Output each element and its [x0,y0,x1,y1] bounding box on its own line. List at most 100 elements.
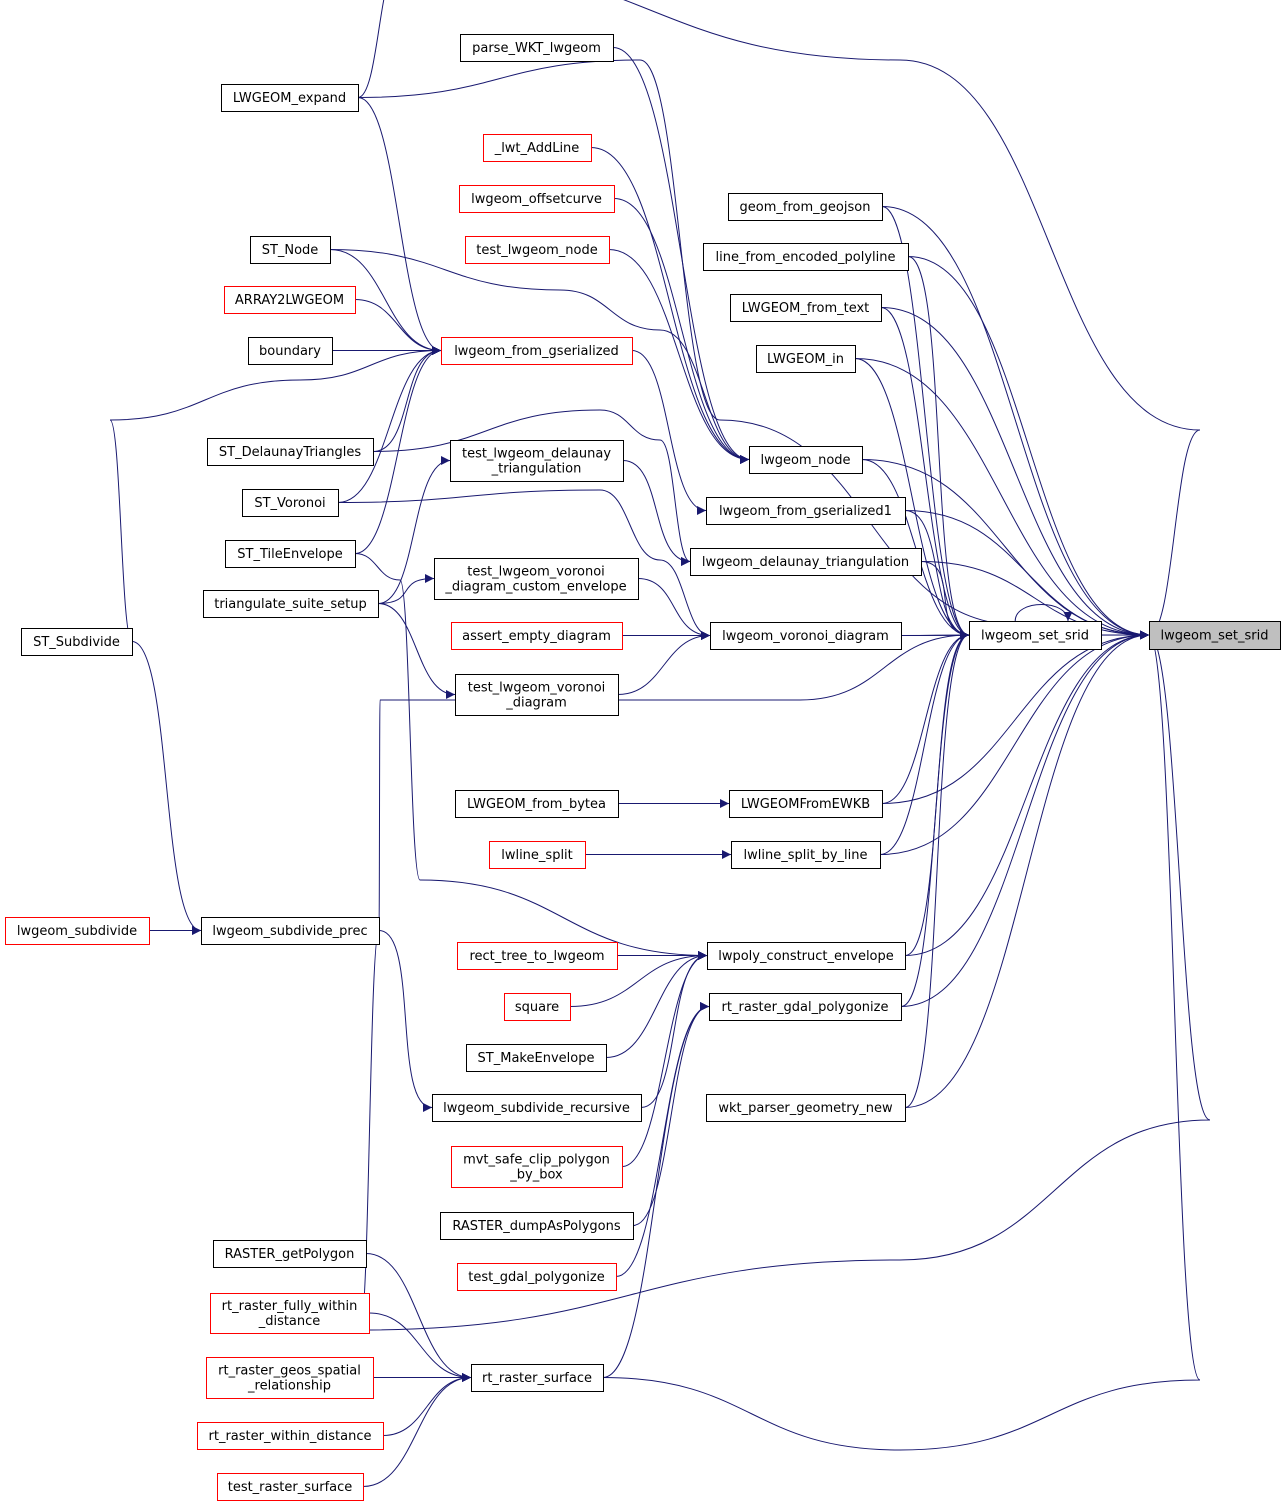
node-boundary[interactable]: boundary [248,337,333,365]
node-ST_MakeEnvelope[interactable]: ST_MakeEnvelope [466,1044,607,1072]
node-box[interactable] [459,185,615,213]
node-wkt_parser_geometry_new[interactable]: wkt_parser_geometry_new [706,1094,906,1122]
node-triangulate_suite_setup[interactable]: triangulate_suite_setup [203,590,379,618]
node-box[interactable] [728,193,883,221]
node-lwgeom_delaunay_triangulation[interactable]: lwgeom_delaunay_triangulation [690,548,922,576]
node-lwpoly_construct_envelope[interactable]: lwpoly_construct_envelope [707,942,906,970]
node-box[interactable] [455,674,619,716]
node-box[interactable] [969,621,1102,650]
node-box[interactable] [242,489,339,517]
node-lwgeom_subdivide[interactable]: lwgeom_subdivide [5,917,150,945]
node-box[interactable] [756,345,856,373]
node-lwgeom_node[interactable]: lwgeom_node [749,446,863,474]
node-box[interactable] [690,548,922,576]
node-test_gdal_polygonize[interactable]: test_gdal_polygonize [457,1263,617,1291]
node-RASTER_dumpAsPolygons[interactable]: RASTER_dumpAsPolygons [440,1212,634,1240]
node-lwgeom_set_srid[interactable]: lwgeom_set_srid [1149,621,1281,650]
node-box[interactable] [224,286,356,314]
node-lwline_split_by_line[interactable]: lwline_split_by_line [731,841,881,869]
node-box[interactable] [213,1240,367,1268]
node-LWGEOMFromEWKB[interactable]: LWGEOMFromEWKB [729,790,883,818]
node-LWGEOM_from_text[interactable]: LWGEOM_from_text [730,294,882,322]
node-box[interactable] [451,622,623,650]
node-_lwt_AddLine[interactable]: _lwt_AddLine [483,134,592,162]
node-box[interactable] [457,942,618,970]
node-box[interactable] [207,438,374,466]
node-box[interactable] [707,942,906,970]
node-box[interactable] [460,34,614,62]
node-box[interactable] [206,1357,374,1399]
node-box[interactable] [483,134,592,162]
node-LWGEOM_expand[interactable]: LWGEOM_expand [221,84,359,112]
node-box[interactable] [225,540,356,568]
node-lwgeom_subdivide_recursive[interactable]: lwgeom_subdivide_recursive [432,1094,642,1122]
node-rt_raster_within_distance[interactable]: rt_raster_within_distance [197,1422,384,1450]
node-test_lwgeom_delaunay_triangulation[interactable]: test_lwgeom_delaunay_triangulation [450,440,624,482]
node-test_lwgeom_voronoi_diagram_custom_envelope[interactable]: test_lwgeom_voronoi_diagram_custom_envel… [434,558,639,600]
node-ST_Node[interactable]: ST_Node [250,236,331,264]
node-lwgeom_subdivide_prec[interactable]: lwgeom_subdivide_prec [201,917,380,945]
node-box[interactable] [703,243,909,271]
node-box[interactable] [709,993,902,1021]
node-box[interactable] [489,841,586,869]
node-box[interactable] [434,558,639,600]
node-box[interactable] [250,236,331,264]
node-box[interactable] [457,1263,617,1291]
node-box[interactable] [221,84,359,112]
node-mvt_safe_clip_polygon_by_box[interactable]: mvt_safe_clip_polygon_by_box [451,1146,623,1188]
node-box[interactable] [729,790,883,818]
node-LWGEOM_from_bytea[interactable]: LWGEOM_from_bytea [455,790,619,818]
node-lwgeom_from_gserialized[interactable]: lwgeom_from_gserialized [441,337,633,365]
node-rt_raster_surface[interactable]: rt_raster_surface [471,1364,604,1392]
node-box[interactable] [432,1094,642,1122]
node-RASTER_getPolygon[interactable]: RASTER_getPolygon [213,1240,367,1268]
node-ST_DelaunayTriangles[interactable]: ST_DelaunayTriangles [207,438,374,466]
node-box[interactable] [455,790,619,818]
node-assert_empty_diagram[interactable]: assert_empty_diagram [451,622,623,650]
node-test_lwgeom_node[interactable]: test_lwgeom_node [465,236,610,264]
node-ARRAY2LWGEOM[interactable]: ARRAY2LWGEOM [224,286,356,314]
node-box[interactable] [706,1094,906,1122]
node-box[interactable] [451,1146,623,1188]
node-box[interactable] [471,1364,604,1392]
node-lwgeom_voronoi_diagram[interactable]: lwgeom_voronoi_diagram [710,622,902,650]
node-box[interactable] [210,1293,370,1334]
node-lwgeom_offsetcurve[interactable]: lwgeom_offsetcurve [459,185,615,213]
node-box[interactable] [1149,621,1281,650]
node-ST_TileEnvelope[interactable]: ST_TileEnvelope [225,540,356,568]
node-ST_Voronoi[interactable]: ST_Voronoi [242,489,339,517]
node-rt_raster_geos_spatial_relationship[interactable]: rt_raster_geos_spatial_relationship [206,1357,374,1399]
node-test_raster_surface[interactable]: test_raster_surface [217,1473,364,1501]
node-ST_Subdivide[interactable]: ST_Subdivide [21,628,133,656]
node-box[interactable] [217,1473,364,1501]
node-square[interactable]: square [504,993,571,1021]
node-geom_from_geojson[interactable]: geom_from_geojson [728,193,883,221]
node-box[interactable] [441,337,633,365]
node-rt_raster_fully_within_distance[interactable]: rt_raster_fully_within_distance [210,1293,370,1334]
node-parse_WKT_lwgeom[interactable]: parse_WKT_lwgeom [460,34,614,62]
node-box[interactable] [21,628,133,656]
node-LWGEOM_in[interactable]: LWGEOM_in [756,345,856,373]
node-box[interactable] [203,590,379,618]
node-box[interactable] [440,1212,634,1240]
node-box[interactable] [730,294,882,322]
node-rt_raster_gdal_polygonize[interactable]: rt_raster_gdal_polygonize [709,993,902,1021]
node-line_from_encoded_polyline[interactable]: line_from_encoded_polyline [703,243,909,271]
node-box[interactable] [5,917,150,945]
node-lwline_split[interactable]: lwline_split [489,841,586,869]
node-box[interactable] [706,497,906,525]
node-box[interactable] [731,841,881,869]
node-test_lwgeom_voronoi_diagram[interactable]: test_lwgeom_voronoi_diagram [455,674,619,716]
node-lwgeom_set_srid_caller[interactable]: lwgeom_set_srid [969,621,1102,650]
node-box[interactable] [465,236,610,264]
node-rect_tree_to_lwgeom[interactable]: rect_tree_to_lwgeom [457,942,618,970]
node-box[interactable] [248,337,333,365]
node-box[interactable] [749,446,863,474]
node-box[interactable] [710,622,902,650]
node-lwgeom_from_gserialized1[interactable]: lwgeom_from_gserialized1 [706,497,906,525]
node-box[interactable] [197,1422,384,1450]
node-box[interactable] [201,917,380,945]
node-box[interactable] [450,440,624,482]
node-box[interactable] [466,1044,607,1072]
node-box[interactable] [504,993,571,1021]
